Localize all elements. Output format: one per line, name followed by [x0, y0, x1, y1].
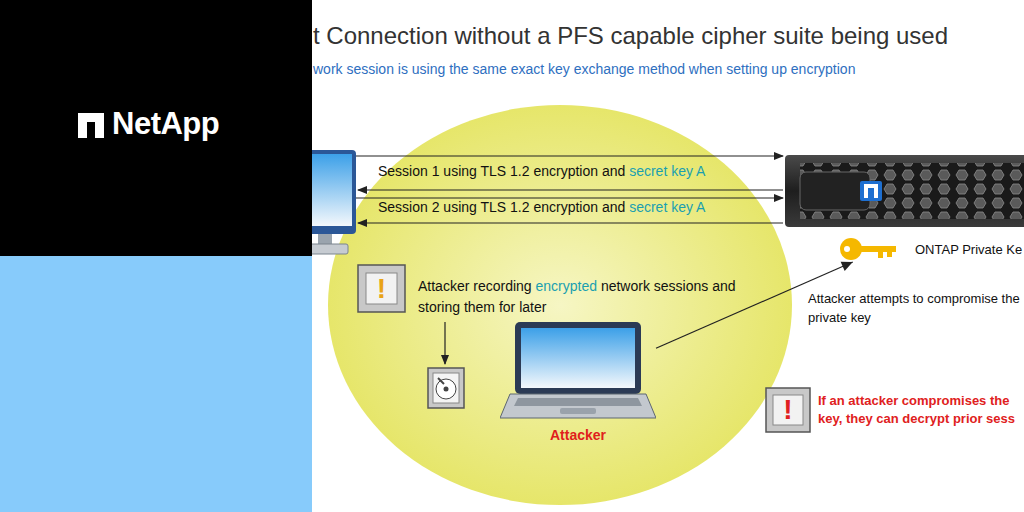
warning-mark: !: [773, 395, 803, 425]
key-name: secret key A: [629, 163, 705, 179]
attacker-laptop: Attacker: [500, 322, 656, 443]
session-arrows-part: [356, 197, 783, 198]
session-label: Session 1 using TLS 1.2 encryption and: [378, 163, 625, 179]
threat-zone: [328, 105, 792, 505]
warning-icon-part: [366, 273, 397, 304]
key-name: secret key A: [629, 199, 705, 215]
key-icon: [838, 236, 898, 262]
brand-panel-part: [78, 113, 104, 138]
storage-server-part: [800, 163, 1024, 219]
brand-panel-part: [0, 256, 312, 512]
arrow-head: [841, 262, 853, 271]
threat-zone-part: [328, 105, 792, 505]
client-computer-part: [318, 234, 332, 244]
session-arrows: [356, 156, 783, 223]
brand-logo-text: NetApp: [112, 106, 219, 142]
warning-text: If an attacker compromises the key, they…: [818, 392, 1018, 428]
storage-server-part: [785, 155, 1024, 227]
disk-icon-part: [433, 373, 459, 403]
storage-server-part: [860, 181, 882, 201]
session-label: Session 2 using TLS 1.2 encryption and: [378, 199, 625, 215]
storage-server: [785, 155, 1024, 227]
disk-icon-part: [436, 379, 456, 399]
note-text: Attacker attempts to compromise the priv…: [808, 289, 1020, 327]
warning-icon: [358, 265, 405, 312]
red-warning-icon-part: [766, 388, 810, 432]
red-warning-icon-part: [773, 395, 803, 425]
key-label: ONTAP Private Ke: [915, 242, 1022, 257]
note-text: Attacker recording: [418, 278, 532, 294]
text-block: Attacker recording encrypted network ses…: [418, 276, 763, 318]
storage-arrow-part: [444, 322, 445, 364]
session-arrows-part: [358, 222, 783, 223]
storage-arrow: [445, 322, 446, 364]
disk-icon-part: [444, 387, 449, 392]
text-block: Session 1 using TLS 1.2 encryption and s…: [378, 163, 705, 179]
node-label: Attacker: [500, 427, 656, 443]
red-warning-icon: [766, 388, 810, 432]
diagram-title: t Connection without a PFS capable ciphe…: [313, 22, 948, 50]
brand-panel: [0, 0, 312, 512]
warning-mark: !: [366, 273, 397, 304]
subtitle: work session is using the same exact key…: [313, 61, 855, 77]
brand-panel-part: [0, 0, 312, 256]
storage-server-part: [800, 172, 870, 210]
note-highlight: encrypted: [536, 278, 597, 294]
warning-icon-part: [358, 265, 405, 312]
text-block: Session 2 using TLS 1.2 encryption and s…: [378, 199, 705, 215]
disk-icon-part: [428, 368, 464, 408]
disk-icon-part: [438, 378, 444, 384]
disk-icon: [428, 368, 464, 408]
session-arrows-part: [358, 189, 783, 190]
storage-server-part: [864, 184, 878, 198]
private-key: ONTAP Private Ke: [838, 236, 1022, 262]
session-arrows-part: [356, 155, 783, 156]
laptop-icon: [500, 322, 656, 422]
